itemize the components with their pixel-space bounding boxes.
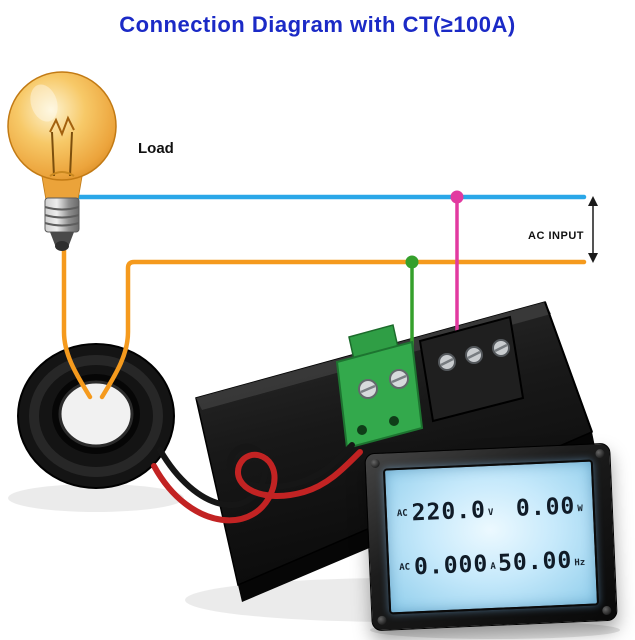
frequency-value: 50.00 <box>497 547 573 577</box>
power-value: 0.00 <box>515 493 576 523</box>
ac-input-label: AC INPUT <box>528 230 584 242</box>
page-title: Connection Diagram with CT(≥100A) <box>119 12 516 37</box>
current-unit: A <box>490 561 497 572</box>
terminal-block-black <box>418 315 525 423</box>
panel-screw-icon <box>377 615 387 626</box>
junction-dot-pink <box>450 190 464 204</box>
voltage-unit: V <box>487 508 494 519</box>
meter-front-panel: AC 220.0 V 0.00 W AC 0.000 A 50.00 Hz <box>364 442 618 632</box>
lcd-row-voltage-power: AC 220.0 V 0.00 W <box>396 493 583 527</box>
bulb-filament-supports <box>51 131 73 177</box>
ct-ring <box>17 343 175 489</box>
current-value: 0.000 <box>413 550 489 581</box>
lcd-row-current-frequency: AC 0.000 A 50.00 Hz <box>399 547 586 581</box>
panel-screw-icon <box>370 458 380 469</box>
ac-input-arrow <box>588 196 598 263</box>
frequency-unit: Hz <box>574 557 586 569</box>
ct-shadow <box>8 484 184 512</box>
terminal-block-green <box>335 340 424 450</box>
junction-dot-green <box>405 255 419 269</box>
bulb-base <box>44 197 80 251</box>
panel-screw-icon <box>595 448 605 459</box>
load-label: Load <box>138 140 174 157</box>
voltage-value: 220.0 <box>411 497 487 527</box>
panel-screw-icon <box>602 605 612 616</box>
bulb-stem <box>49 171 75 177</box>
bulb-filament <box>49 115 75 137</box>
ct-secondary-wire-red <box>151 449 363 524</box>
lcd-ac-label: AC <box>399 562 411 573</box>
bulb-glass <box>7 71 117 181</box>
light-bulb <box>7 71 117 251</box>
bulb-highlight <box>30 84 58 122</box>
wire-live-orange-to-bulb <box>61 243 93 400</box>
lcd-ac-label: AC <box>396 508 408 520</box>
wire-live-orange-right <box>99 259 587 400</box>
meter-lcd-screen: AC 220.0 V 0.00 W AC 0.000 A 50.00 Hz <box>382 459 600 615</box>
ct-secondary-wire-black <box>157 442 355 508</box>
power-unit: W <box>577 504 584 515</box>
